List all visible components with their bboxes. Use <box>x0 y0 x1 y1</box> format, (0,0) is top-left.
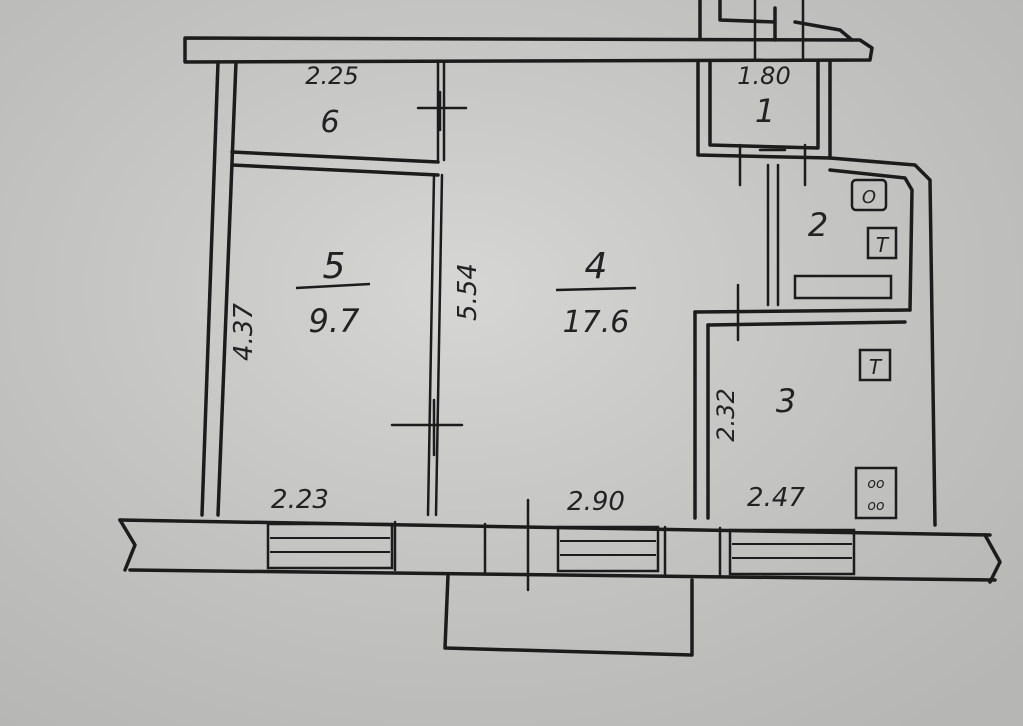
toilet-fixture: O <box>850 178 888 212</box>
dim-room3-width: 2.47 <box>747 483 805 513</box>
bathtub-fixture <box>793 274 893 300</box>
room-4-label: 4 17.6 <box>555 246 637 340</box>
room-5-label: 5 9.7 <box>295 246 371 340</box>
room-5-area: 9.7 <box>309 302 361 340</box>
room2-walls <box>766 156 937 527</box>
room-2-label: 2 <box>808 206 828 244</box>
room-1-number: 1 <box>755 92 775 130</box>
window-left <box>266 522 394 570</box>
dim-room5-width: 2.23 <box>271 485 329 515</box>
left-wall <box>200 60 238 517</box>
dim-room6-width: 2.25 <box>305 62 358 90</box>
dim-room4-height: 5.54 <box>453 263 483 321</box>
room-4-number: 4 <box>585 246 608 287</box>
top-wall <box>183 0 874 64</box>
toilet-symbol: O <box>862 187 876 208</box>
room-6-label: 6 <box>320 105 339 140</box>
partition-room5 <box>390 173 464 517</box>
dim-room4-width: 2.90 <box>567 487 625 517</box>
room-2-number: 2 <box>808 206 828 244</box>
stove-fixture: oo oo <box>854 466 898 520</box>
balcony <box>443 573 694 657</box>
bottom-wall <box>118 518 1002 584</box>
room-3-number: 3 <box>776 382 796 420</box>
room-3-label: 3 <box>776 382 796 420</box>
sink-symbol-room3: T <box>869 355 883 379</box>
dim-room1-width: 1.80 <box>737 62 790 90</box>
room-4-area: 17.6 <box>563 305 630 340</box>
sink-symbol-room2: T <box>876 233 890 257</box>
partition-room6 <box>230 60 468 177</box>
room-5-number: 5 <box>323 246 346 287</box>
window-middle <box>556 525 660 573</box>
room-6-number: 6 <box>320 105 339 140</box>
stove-symbol-top: oo <box>867 476 884 492</box>
dim-room3-height: 2.32 <box>712 388 740 441</box>
room3-walls <box>693 283 912 520</box>
room-1-label: 1 <box>755 92 775 130</box>
wall-piers <box>393 498 722 592</box>
window-right <box>728 528 856 576</box>
stove-symbol-bottom: oo <box>867 498 884 514</box>
sink-fixture-room2: T <box>866 226 898 260</box>
room1-walls <box>696 0 832 187</box>
dim-room5-height: 4.37 <box>229 303 259 361</box>
sink-fixture-room3: T <box>858 348 892 382</box>
